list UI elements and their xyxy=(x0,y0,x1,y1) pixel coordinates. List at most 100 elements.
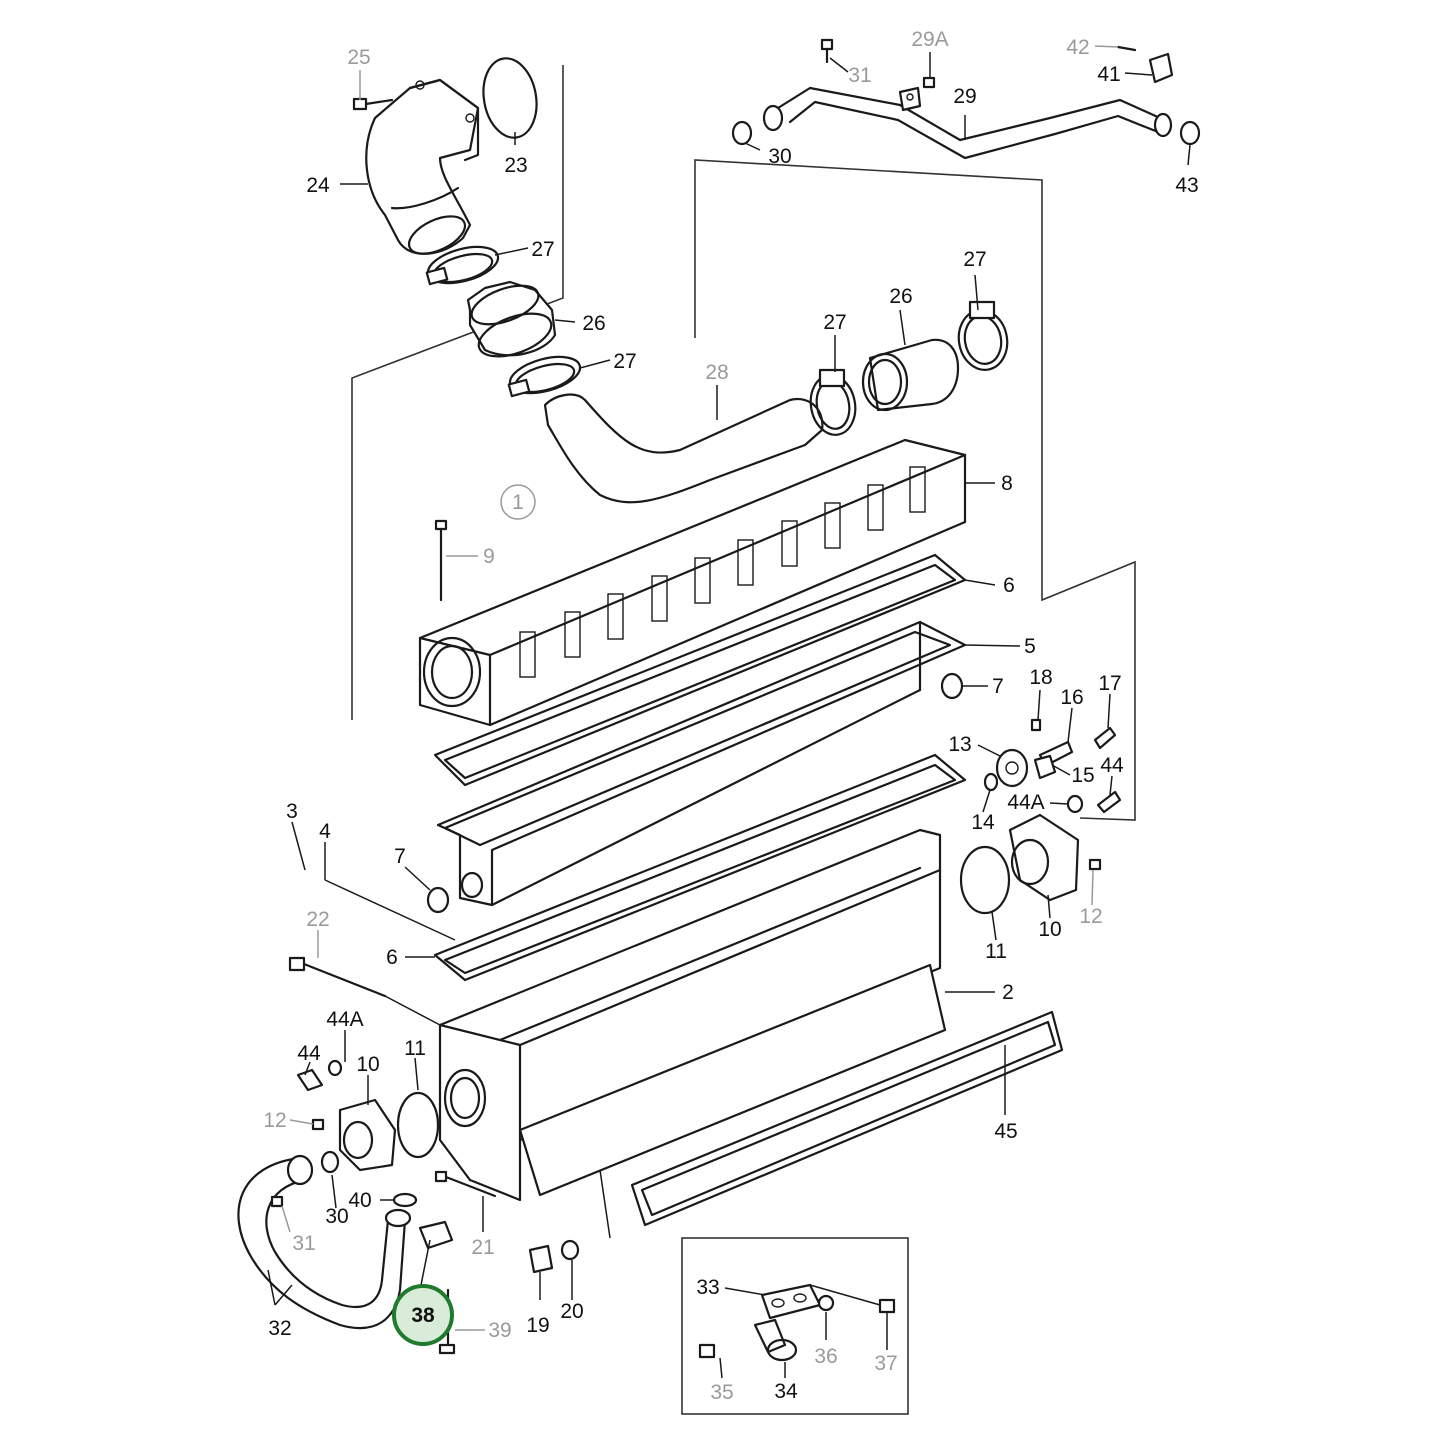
bracket-part-38 xyxy=(418,1220,454,1250)
callout-29A: 29A xyxy=(911,28,948,51)
bolt-part-35 xyxy=(698,1343,716,1359)
callout-27-upper: 27 xyxy=(531,238,554,261)
coolant-hose-part-32 xyxy=(237,1154,412,1330)
callout-44-left: 44 xyxy=(297,1042,321,1065)
plug-part-44A-left xyxy=(327,1059,343,1077)
bolt-part-21 xyxy=(434,1170,497,1198)
callout-35: 35 xyxy=(710,1381,733,1404)
leader-lines xyxy=(267,45,1191,1379)
housing-part-2 xyxy=(438,828,947,1202)
callout-31-lower: 31 xyxy=(292,1232,315,1255)
callout-44-right: 44 xyxy=(1100,754,1124,777)
callout-2: 2 xyxy=(1002,981,1014,1004)
assembly-frames xyxy=(351,65,1136,1415)
callout-39: 39 xyxy=(488,1319,511,1342)
sensor-part-17 xyxy=(1093,726,1117,750)
view-marker-label: 1 xyxy=(512,491,524,514)
hose-clamp-part-27-upper xyxy=(425,245,500,286)
callout-31-upper: 31 xyxy=(848,64,871,87)
callout-5: 5 xyxy=(1024,635,1036,658)
callout-30-upper: 30 xyxy=(768,145,791,168)
o-ring-part-30-upper xyxy=(731,120,753,146)
callout-36: 36 xyxy=(814,1345,837,1368)
callout-7-left: 7 xyxy=(394,845,406,868)
bolt-part-12-right xyxy=(1088,858,1102,871)
callout-13: 13 xyxy=(948,733,971,756)
hose-clamp-part-27-mid xyxy=(809,368,857,436)
sensor-flange-part-13 xyxy=(995,748,1029,788)
bolt-part-18 xyxy=(1030,718,1042,732)
o-ring-part-7-upper xyxy=(940,672,964,700)
callout-18: 18 xyxy=(1029,666,1052,689)
callout-12-left: 12 xyxy=(263,1109,286,1132)
intake-elbow-part-24 xyxy=(365,78,480,255)
callout-38: 38 xyxy=(411,1304,435,1327)
callout-45: 45 xyxy=(994,1120,1017,1143)
cooler-core-part-5 xyxy=(436,620,967,907)
callout-6-upper: 6 xyxy=(1003,574,1015,597)
hose-connector-part-26-upper xyxy=(466,280,557,358)
callout-24: 24 xyxy=(306,174,330,197)
bolt-part-12-left xyxy=(311,1118,325,1131)
callout-37: 37 xyxy=(874,1352,897,1375)
o-ring-part-30-lower xyxy=(320,1150,340,1174)
clip-part-33 xyxy=(760,1283,822,1320)
callout-22: 22 xyxy=(306,908,329,931)
o-ring-part-23 xyxy=(482,57,538,139)
callout-6-lower: 6 xyxy=(386,946,398,969)
long-bolt-part-9 xyxy=(434,519,448,602)
callout-44A-right: 44A xyxy=(1007,791,1044,814)
callout-labels: 25 23 24 27 26 27 31 29A 29 42 41 43 30 … xyxy=(263,28,1198,1404)
connector-part-15 xyxy=(1033,754,1057,780)
drain-plug-part-19 xyxy=(528,1244,554,1274)
callout-27-right: 27 xyxy=(963,248,986,271)
callout-15: 15 xyxy=(1071,764,1094,787)
bolt-part-31-upper xyxy=(820,38,834,64)
thermostat-housing-part-10-left xyxy=(338,1098,397,1172)
sensor-part-44-left xyxy=(296,1068,324,1092)
callout-25: 25 xyxy=(347,46,370,69)
callout-21: 21 xyxy=(471,1236,494,1259)
callout-23: 23 xyxy=(504,154,527,177)
o-ring-part-11-left xyxy=(396,1091,440,1159)
callout-30-lower: 30 xyxy=(325,1205,348,1228)
highlight-ring xyxy=(392,1284,454,1346)
callout-4: 4 xyxy=(319,820,331,843)
hose-clamp-part-27-right xyxy=(957,300,1009,371)
callout-34: 34 xyxy=(774,1380,798,1403)
o-ring-part-7-lower xyxy=(426,886,450,914)
view-marker: 1 xyxy=(500,484,536,520)
callout-11-right: 11 xyxy=(985,940,1007,963)
callout-7-right: 7 xyxy=(992,675,1004,698)
long-bolt-part-22 xyxy=(288,956,387,998)
o-ring-part-40 xyxy=(392,1192,418,1208)
intake-pipe-part-28 xyxy=(543,393,824,504)
hose-clamp-part-27-lower xyxy=(507,355,582,398)
callout-44A-left: 44A xyxy=(326,1008,363,1031)
callout-27-mid: 27 xyxy=(823,311,846,334)
callout-19: 19 xyxy=(526,1314,549,1337)
callout-42: 42 xyxy=(1066,36,1089,59)
plug-part-44A-right xyxy=(1066,794,1084,814)
callout-11-left: 11 xyxy=(404,1037,426,1060)
hose-connector-part-26-right xyxy=(861,338,960,412)
callout-8: 8 xyxy=(1001,472,1013,495)
bolt-part-29A xyxy=(922,76,936,89)
bolt-part-37 xyxy=(878,1298,896,1314)
callout-33: 33 xyxy=(696,1276,719,1299)
callout-26-upper: 26 xyxy=(582,312,605,335)
callout-32: 32 xyxy=(268,1317,291,1340)
callout-27-lower: 27 xyxy=(613,350,636,373)
nut-part-36 xyxy=(817,1294,835,1312)
top-cover-part-8 xyxy=(418,438,967,727)
bolt-part-42 xyxy=(1116,45,1137,52)
o-ring-part-14 xyxy=(983,772,999,792)
bracket-part-41 xyxy=(1148,52,1174,84)
callout-10-right: 10 xyxy=(1038,918,1061,941)
bolt-part-31-lower xyxy=(270,1195,284,1208)
callout-3: 3 xyxy=(286,800,298,823)
callout-41: 41 xyxy=(1097,63,1120,86)
thermostat-housing-part-10-right xyxy=(1008,813,1080,902)
coolant-pipe-part-29 xyxy=(762,86,1173,160)
callout-29: 29 xyxy=(953,85,976,108)
